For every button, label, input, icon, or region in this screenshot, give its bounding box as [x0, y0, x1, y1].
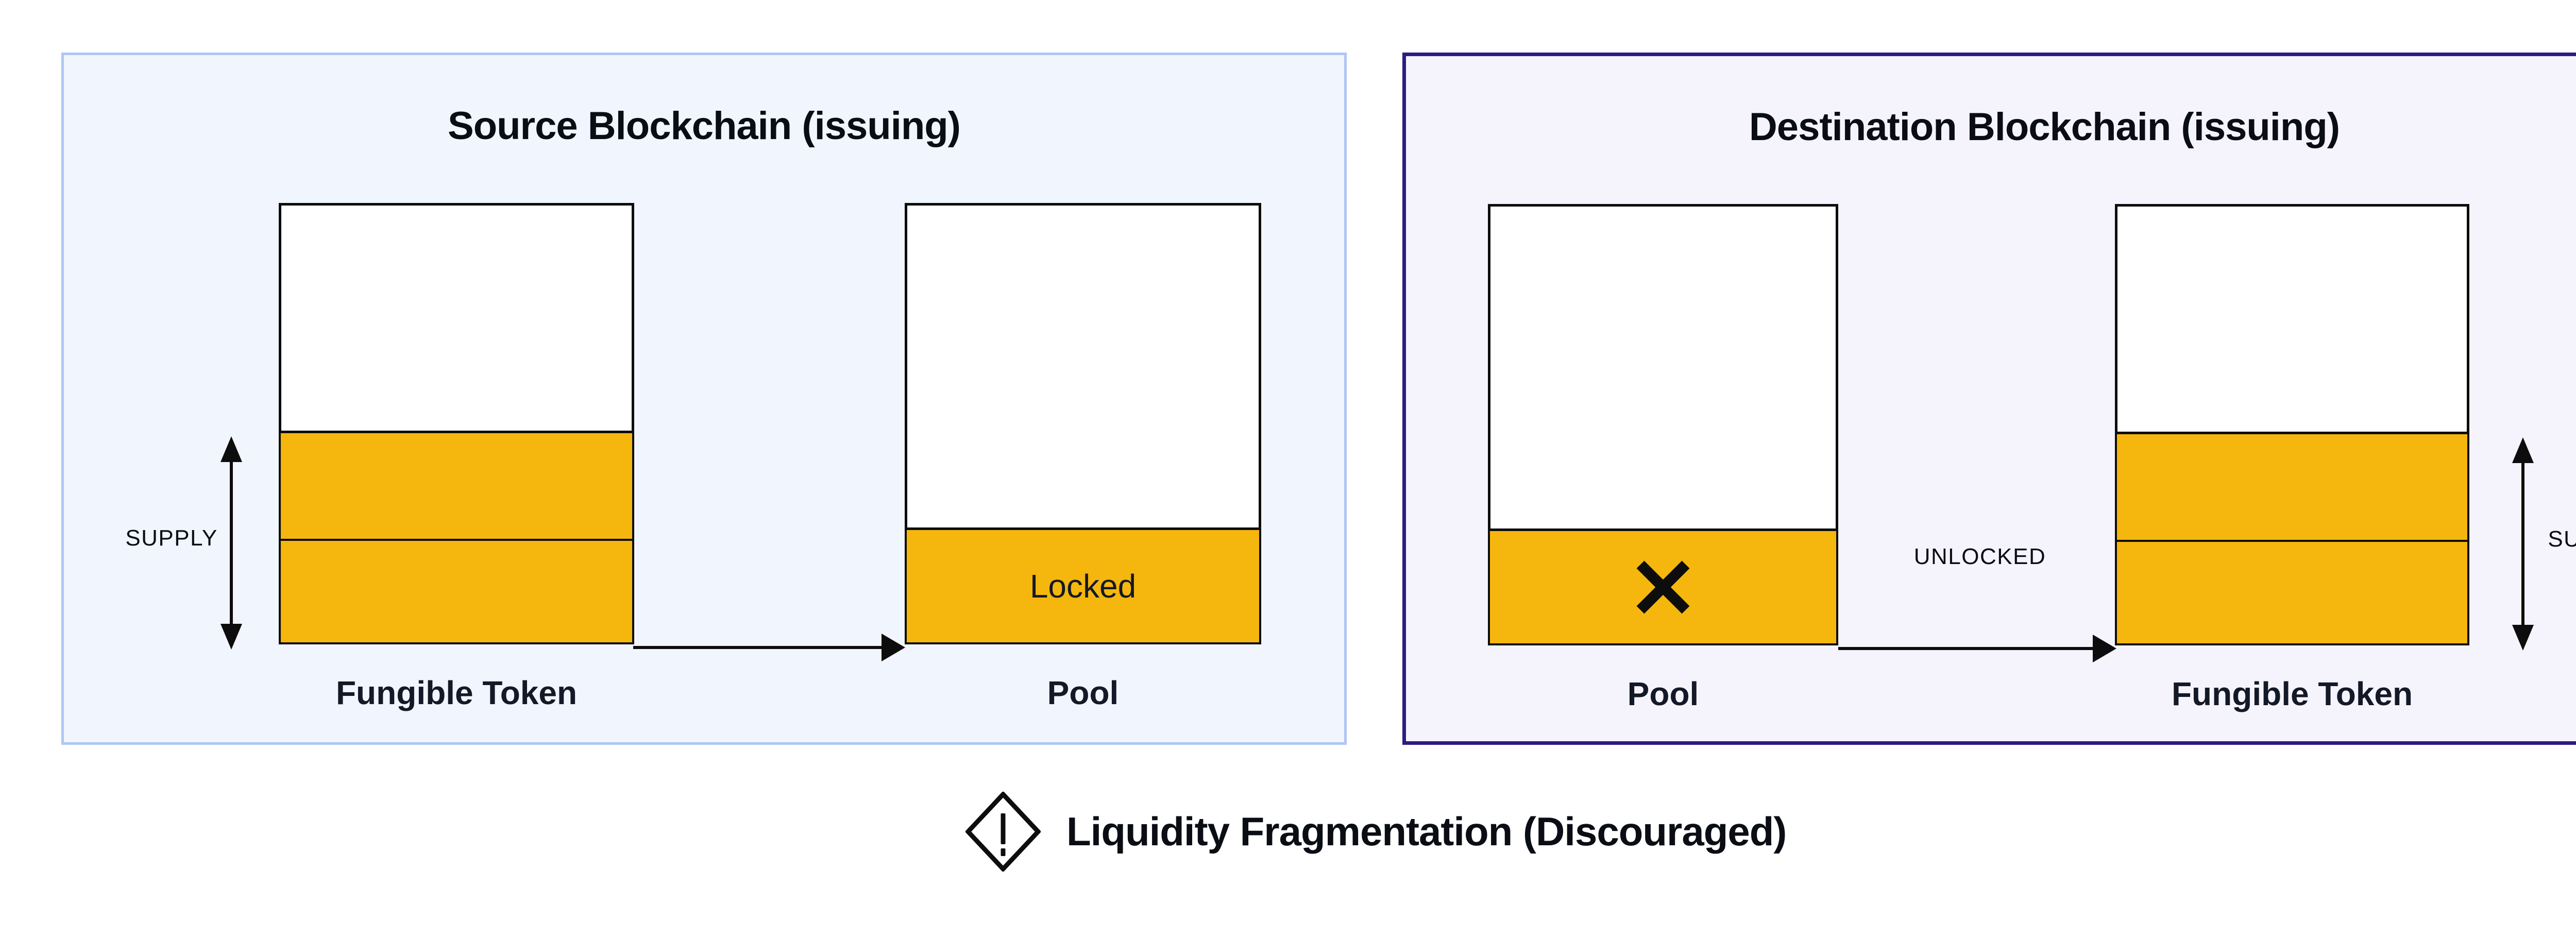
source-pool-bar: Locked	[905, 203, 1261, 644]
destination-panel: Destination Blockchain (issuing) Pool UN…	[1402, 53, 2576, 745]
source-fungible-token-label: Fungible Token	[335, 674, 578, 711]
source-panel-title: Source Blockchain (issuing)	[448, 104, 961, 148]
destination-pool-bar	[1488, 204, 1838, 645]
destination-pool-label: Pool	[1627, 675, 1699, 712]
unlocked-arrow-label: UNLOCKED	[1913, 544, 2046, 569]
destination-panel-title: Destination Blockchain (issuing)	[1749, 105, 2340, 149]
caption-text: Liquidity Fragmentation (Discouraged)	[1066, 809, 1787, 854]
supply-range-arrow-icon	[2512, 437, 2534, 651]
warning-diamond-icon	[965, 792, 1041, 872]
destination-supply-label: SUPPLY	[2548, 526, 2576, 552]
caption: Liquidity Fragmentation (Discouraged)	[965, 792, 1787, 872]
source-fungible-token-bar	[279, 203, 634, 644]
destination-supply-divider	[2117, 540, 2467, 542]
destination-fungible-token-bar	[2115, 204, 2469, 645]
source-panel: Source Blockchain (issuing) SUPPLY Fungi…	[61, 53, 1347, 745]
destination-fungible-token-label: Fungible Token	[2171, 675, 2413, 712]
unlock-transfer-arrow-icon	[1838, 635, 2116, 662]
lock-transfer-arrow-icon	[633, 634, 905, 661]
destination-supply-fill	[2117, 432, 2467, 643]
source-supply-label: SUPPLY	[125, 525, 218, 551]
destination-pool-segment	[1490, 528, 1836, 643]
source-supply-divider	[281, 539, 632, 541]
source-pool-label: Pool	[1047, 674, 1119, 711]
source-supply-fill	[281, 431, 632, 642]
source-pool-locked-segment: Locked	[907, 527, 1259, 642]
locked-label: Locked	[1029, 568, 1137, 605]
supply-range-arrow-icon	[221, 436, 242, 650]
x-mark-icon	[1636, 560, 1690, 614]
